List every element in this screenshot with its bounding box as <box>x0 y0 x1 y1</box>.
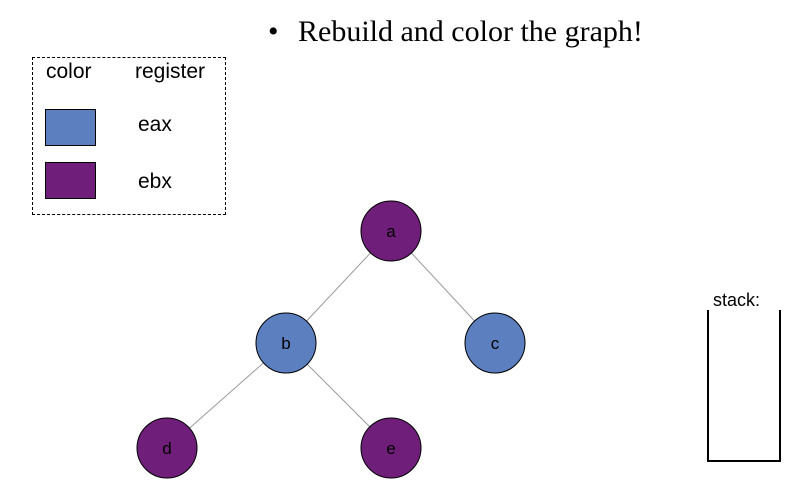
graph-nodes: a b c d e <box>136 200 526 479</box>
legend-register-eax: eax <box>138 113 172 136</box>
title-text: Rebuild and color the graph! <box>298 15 643 48</box>
stack-container <box>707 310 781 462</box>
node-b: b <box>255 312 317 374</box>
node-circle-b <box>255 312 317 374</box>
graph-edges <box>166 230 496 449</box>
color-register-legend: color register eax ebx <box>32 57 226 215</box>
legend-swatch-ebx <box>45 162 96 199</box>
node-e: e <box>360 417 422 479</box>
node-label-b: b <box>281 334 290 353</box>
node-label-d: d <box>162 439 171 458</box>
node-label-a: a <box>386 222 396 241</box>
node-circle-c <box>464 312 526 374</box>
bullet-icon: • <box>268 15 279 48</box>
node-circle-d <box>136 417 198 479</box>
node-label-e: e <box>386 439 395 458</box>
title-bullet-point: • Rebuild and color the graph! <box>268 14 643 50</box>
node-circle-e <box>360 417 422 479</box>
legend-header-color: color <box>46 60 92 83</box>
legend-swatch-eax <box>45 109 96 146</box>
node-circle-a <box>360 200 422 262</box>
stack-label: stack: <box>713 290 761 310</box>
node-label-c: c <box>491 334 500 353</box>
node-d: d <box>136 417 198 479</box>
node-c: c <box>464 312 526 374</box>
legend-header-register: register <box>135 60 206 83</box>
node-a: a <box>360 200 422 262</box>
legend-register-ebx: ebx <box>138 170 172 193</box>
